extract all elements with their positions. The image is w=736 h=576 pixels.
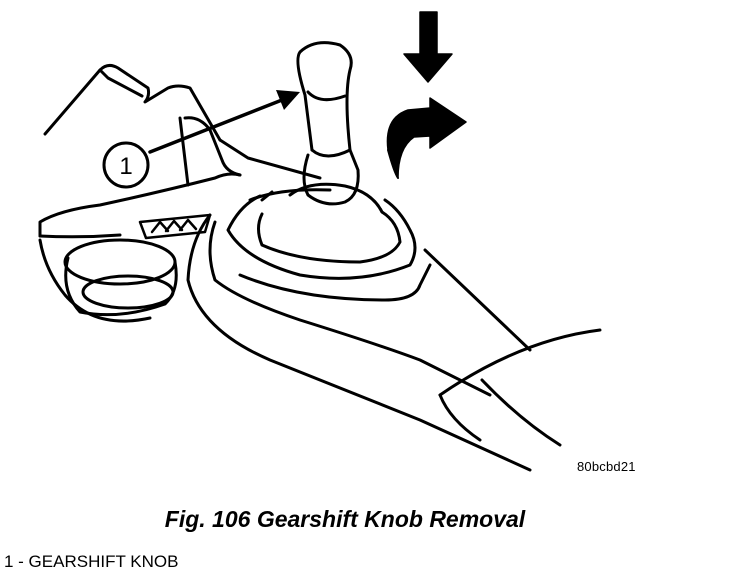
callout-leader-arrow	[148, 90, 300, 154]
center-console	[186, 188, 602, 472]
dashboard-housing	[38, 63, 322, 239]
shift-boot	[226, 182, 417, 280]
legend-item-1: 1 - GEARSHIFT KNOB	[4, 552, 179, 571]
callout-number: 1	[119, 153, 132, 180]
vent-grille	[138, 213, 212, 240]
push-down-arrow	[403, 11, 453, 83]
callout-1: 1	[102, 141, 150, 189]
figure-id: 80bcbd21	[577, 459, 636, 474]
cupholder	[38, 238, 178, 323]
gearshift-knob	[296, 41, 360, 206]
figure-caption: Fig. 106 Gearshift Knob Removal	[164, 506, 526, 532]
rotate-arrow	[386, 97, 467, 179]
gearshift-illustration: 1	[38, 11, 602, 472]
